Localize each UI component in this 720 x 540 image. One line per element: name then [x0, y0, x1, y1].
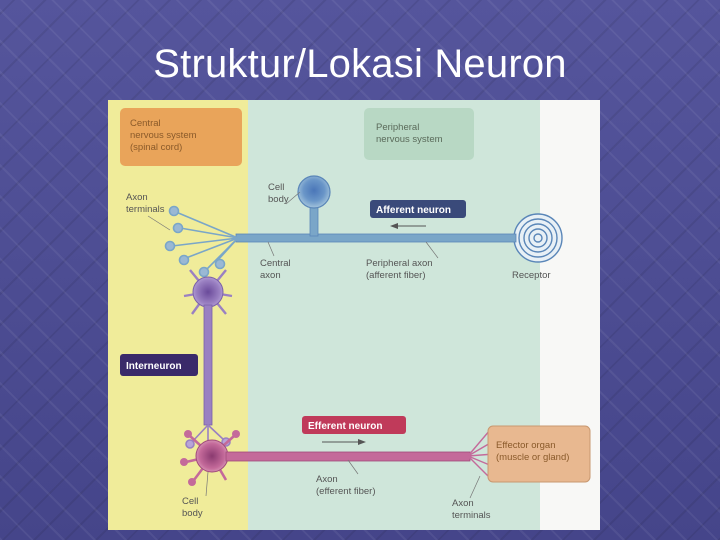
central-axon-line-2: axon [260, 270, 281, 281]
cns-label-line-1: Central [130, 118, 161, 129]
afferent-neuron-label: Afferent neuron [376, 205, 451, 216]
peripheral-axon-line-2: (afferent fiber) [366, 270, 426, 281]
pns-label-line-1: Peripheral [376, 122, 419, 133]
leader-lines [147, 191, 481, 499]
efferent-axon [225, 451, 471, 462]
receptor-spiral [513, 213, 563, 263]
effector-organ-box: Effector organ (muscle or gland) [487, 425, 591, 483]
afferent-axon [235, 233, 517, 243]
afferent-neuron [164, 175, 563, 278]
axon-terminals-top-line-2: terminals [126, 204, 165, 215]
axon-terminals-top-line-1: Axon [126, 192, 148, 203]
peripheral-axon-line-1: Peripheral axon [366, 258, 433, 269]
efferent-neuron-label: Efferent neuron [308, 421, 382, 432]
efferent-neuron-tag: Efferent neuron [302, 416, 406, 434]
efferent-direction-arrow [322, 439, 366, 445]
cns-label-line-2: nervous system [130, 130, 197, 141]
pns-label-box: Peripheral nervous system [364, 108, 474, 160]
axon-terminals-bottom-line-1: Axon [452, 498, 474, 509]
axon-terminals-bottom-line-2: terminals [452, 510, 491, 521]
cell-body-top-line-1: Cell [268, 182, 284, 193]
central-axon-line-1: Central [260, 258, 291, 269]
cns-label-line-3: (spinal cord) [130, 142, 182, 153]
efferent-cell-body [195, 439, 229, 473]
efferent-neuron [180, 426, 500, 486]
receptor-label: Receptor [512, 270, 551, 281]
interneuron-tag: Interneuron [120, 354, 198, 376]
neuron-diagram: Central nervous system (spinal cord) Per… [108, 100, 600, 530]
afferent-axon-terminals [164, 205, 239, 278]
cell-body-top-line-2: body [268, 194, 289, 205]
pns-label-line-2: nervous system [376, 134, 443, 145]
afferent-neuron-tag: Afferent neuron [370, 200, 466, 218]
interneuron-axon [203, 304, 213, 426]
cns-label-box: Central nervous system (spinal cord) [120, 108, 242, 166]
afferent-direction-arrow [390, 223, 426, 229]
efferent-axon-line-1: Axon [316, 474, 338, 485]
interneuron-cell-body [192, 276, 224, 308]
afferent-cell-body [297, 175, 331, 209]
slide-title: Struktur/Lokasi Neuron [153, 42, 567, 86]
effector-label-line-1: Effector organ [496, 440, 556, 451]
cell-body-bottom-line-1: Cell [182, 496, 198, 507]
cell-body-bottom-line-2: body [182, 508, 203, 519]
efferent-axon-line-2: (efferent fiber) [316, 486, 376, 497]
interneuron-label: Interneuron [126, 361, 182, 372]
effector-label-line-2: (muscle or gland) [496, 452, 569, 463]
